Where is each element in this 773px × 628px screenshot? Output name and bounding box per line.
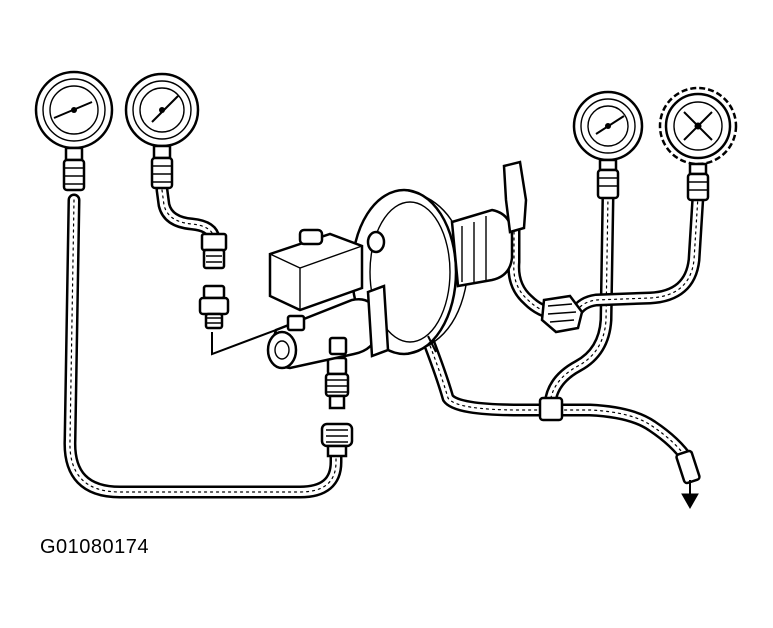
- vacuum-tee: [538, 396, 564, 422]
- to-vacuum-source-arrow: [675, 449, 701, 510]
- leader-line: [211, 323, 293, 356]
- pressure-gauge-1: [34, 70, 114, 192]
- adapter-fitting-mid: [324, 356, 350, 410]
- adapter-fitting-upper: [200, 232, 228, 270]
- gauge-2-hose: [155, 183, 221, 245]
- adapter-fitting-bottom: [320, 422, 354, 458]
- figure-id-label: G01080174: [40, 536, 150, 558]
- gauge-3-hose: [543, 189, 615, 411]
- gauge-1-hose: [63, 193, 343, 499]
- hose-connector: [540, 294, 584, 334]
- pressure-gauge-3: [572, 90, 644, 200]
- gauge-4-hose: [569, 189, 705, 319]
- vacuum-gauge-4: [658, 86, 738, 202]
- pressure-gauge-2: [124, 72, 200, 190]
- booster-port-fitting: [366, 230, 386, 254]
- master-cylinder: [266, 228, 390, 370]
- adapter-fitting-lower: [198, 284, 230, 330]
